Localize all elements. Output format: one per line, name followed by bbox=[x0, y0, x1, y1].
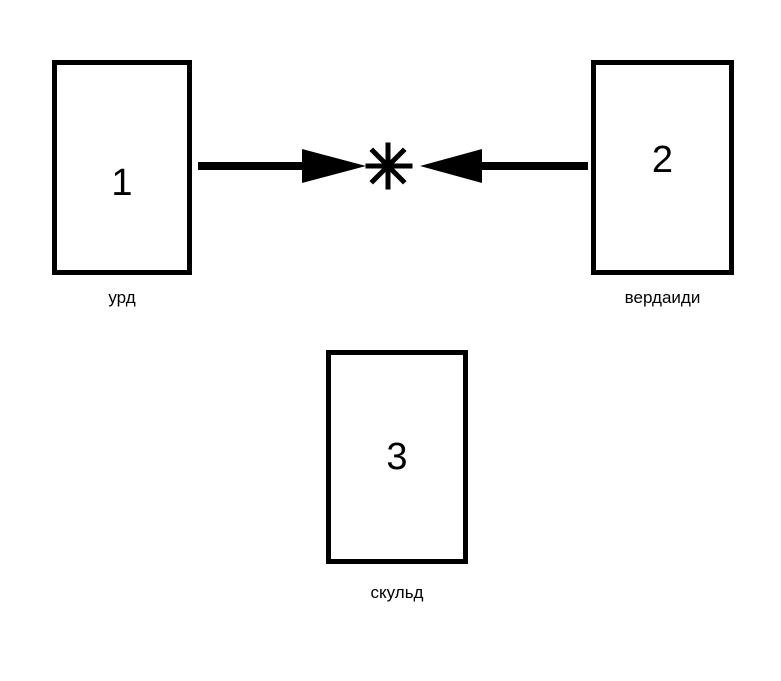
star-icon bbox=[365, 142, 413, 190]
arrow-right-icon bbox=[198, 149, 366, 183]
card-1: 1 bbox=[52, 60, 192, 275]
card-label: урд bbox=[108, 288, 136, 307]
card-number: 3 bbox=[386, 436, 408, 478]
card-number: 2 bbox=[651, 139, 674, 181]
card-3: 3 bbox=[326, 350, 468, 564]
card-number: 1 bbox=[111, 161, 133, 204]
card-2: 2 bbox=[591, 60, 734, 275]
arrow-left-icon bbox=[420, 149, 588, 183]
card-label: вердаиди bbox=[624, 288, 701, 307]
card-label: скульд bbox=[370, 583, 424, 602]
